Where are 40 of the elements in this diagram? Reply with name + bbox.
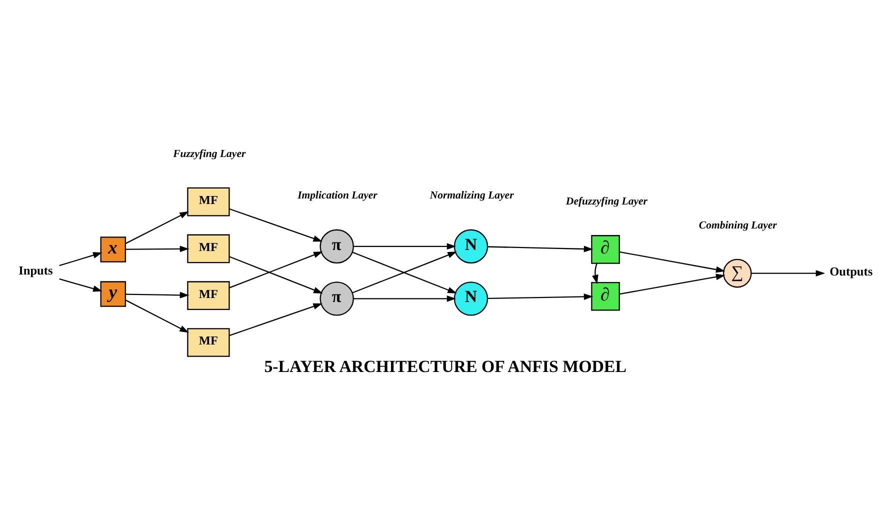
node-box: x [100, 236, 126, 262]
node-circle: N [454, 281, 488, 316]
arrow [488, 293, 594, 300]
node-box: MF [187, 186, 230, 216]
node-circle: N [454, 228, 488, 263]
label: Defuzzyfing Layer [566, 195, 648, 208]
node-box: MF [187, 280, 230, 310]
arrow [751, 270, 826, 276]
arrow [126, 291, 190, 298]
node-box: y [100, 280, 126, 306]
node-circle: π [320, 281, 354, 316]
arrow [488, 245, 594, 252]
arrow [229, 251, 323, 288]
arrow [126, 210, 189, 244]
arrow [229, 208, 322, 242]
label: Fuzzyfing Layer [173, 147, 246, 160]
label: Implication Layer [298, 189, 378, 201]
node-box: MF [187, 328, 230, 356]
arrow [352, 251, 457, 293]
arrow [229, 302, 322, 336]
arrow [592, 262, 598, 284]
arrow [126, 299, 189, 332]
arrow [354, 294, 456, 302]
node-circle: ∑ [722, 258, 752, 288]
node-circle: π [320, 228, 354, 263]
node-box: ∂ [591, 281, 620, 310]
arrow [354, 242, 456, 250]
node-text: Inputs [18, 263, 53, 278]
label: Normalizing Layer [430, 189, 514, 201]
arrow [59, 252, 102, 266]
arrow [126, 245, 190, 252]
arrow [59, 278, 102, 292]
label: Combining Layer [698, 218, 777, 231]
arrow [619, 273, 726, 294]
node-box: ∂ [591, 234, 620, 264]
arrow [619, 250, 726, 272]
diagram-title: 5-LAYER ARCHITECTURE OF ANFIS MODEL [264, 356, 626, 376]
node-box: MF [187, 234, 230, 263]
arrow [229, 256, 323, 293]
node-text: Outputs [830, 264, 873, 278]
